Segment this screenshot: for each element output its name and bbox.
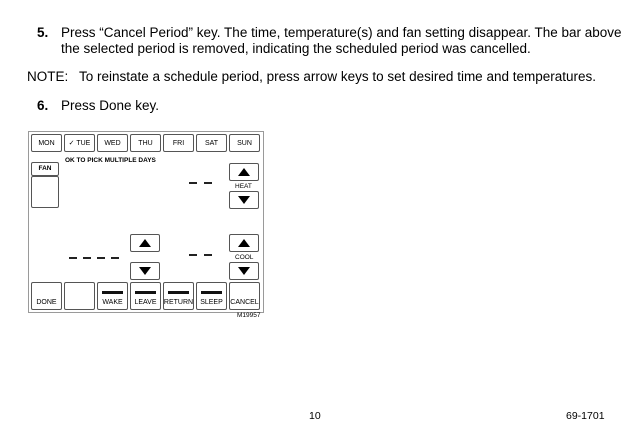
time-down-button[interactable] [130, 262, 160, 280]
time-dash [97, 257, 105, 259]
step-text-line-2: the selected period is removed, indicati… [61, 41, 531, 56]
leave-button[interactable]: LEAVE [130, 282, 161, 310]
period-bar [102, 291, 123, 294]
period-bar [168, 291, 189, 294]
up-arrow-icon [238, 168, 250, 176]
time-dash [83, 257, 91, 259]
up-arrow-icon [238, 239, 250, 247]
step-5: 5. Press “Cancel Period” key. The time, … [37, 24, 622, 58]
day-button-tue[interactable]: ✓ TUE [64, 134, 95, 152]
step-text: Press Done key. [61, 98, 160, 113]
return-button[interactable]: RETURN [163, 282, 194, 310]
day-button-sat[interactable]: SAT [196, 134, 227, 152]
multiple-days-label: OK TO PICK MULTIPLE DAYS [65, 157, 156, 164]
day-button-wed[interactable]: WED [97, 134, 128, 152]
note-label: NOTE: [27, 69, 69, 84]
figure-id: M19957 [237, 312, 261, 319]
step-text-line-1: Press “Cancel Period” key. The time, tem… [61, 25, 622, 40]
day-button-fri[interactable]: FRI [163, 134, 194, 152]
cool-setpoint-dash [189, 254, 197, 256]
step-number: 5. [37, 25, 49, 40]
day-button-sun[interactable]: SUN [229, 134, 260, 152]
fan-button[interactable]: FAN [31, 162, 59, 176]
period-bar [201, 291, 222, 294]
cool-up-button[interactable] [229, 234, 259, 252]
day-button-mon[interactable]: MON [31, 134, 62, 152]
note-text: To reinstate a schedule period, press ar… [79, 69, 597, 84]
thermostat-screen: MON ✓ TUE WED THU FRI SAT SUN OK TO PICK… [28, 131, 264, 313]
document-number: 69-1701 [566, 410, 605, 422]
fan-setting-box[interactable] [31, 176, 59, 208]
time-dash [111, 257, 119, 259]
wake-button[interactable]: WAKE [97, 282, 128, 310]
done-button[interactable]: DONE [31, 282, 62, 310]
heat-setpoint-dash [204, 182, 212, 184]
cancel-button[interactable]: CANCEL [229, 282, 260, 310]
down-arrow-icon [238, 267, 250, 275]
down-arrow-icon [139, 267, 151, 275]
down-arrow-icon [238, 196, 250, 204]
cool-label: COOL [235, 254, 254, 261]
up-arrow-icon [139, 239, 151, 247]
sleep-button[interactable]: SLEEP [196, 282, 227, 310]
heat-label: HEAT [235, 183, 252, 190]
heat-setpoint-dash [189, 182, 197, 184]
blank-button[interactable] [64, 282, 95, 310]
step-number: 6. [37, 98, 49, 113]
note: NOTE: To reinstate a schedule period, pr… [27, 68, 607, 85]
page-number: 10 [309, 410, 321, 422]
heat-up-button[interactable] [229, 163, 259, 181]
cool-down-button[interactable] [229, 262, 259, 280]
time-up-button[interactable] [130, 234, 160, 252]
cool-setpoint-dash [204, 254, 212, 256]
day-button-thu[interactable]: THU [130, 134, 161, 152]
time-dash [69, 257, 77, 259]
period-bar [135, 291, 156, 294]
step-6: 6. Press Done key. [37, 97, 337, 114]
heat-down-button[interactable] [229, 191, 259, 209]
